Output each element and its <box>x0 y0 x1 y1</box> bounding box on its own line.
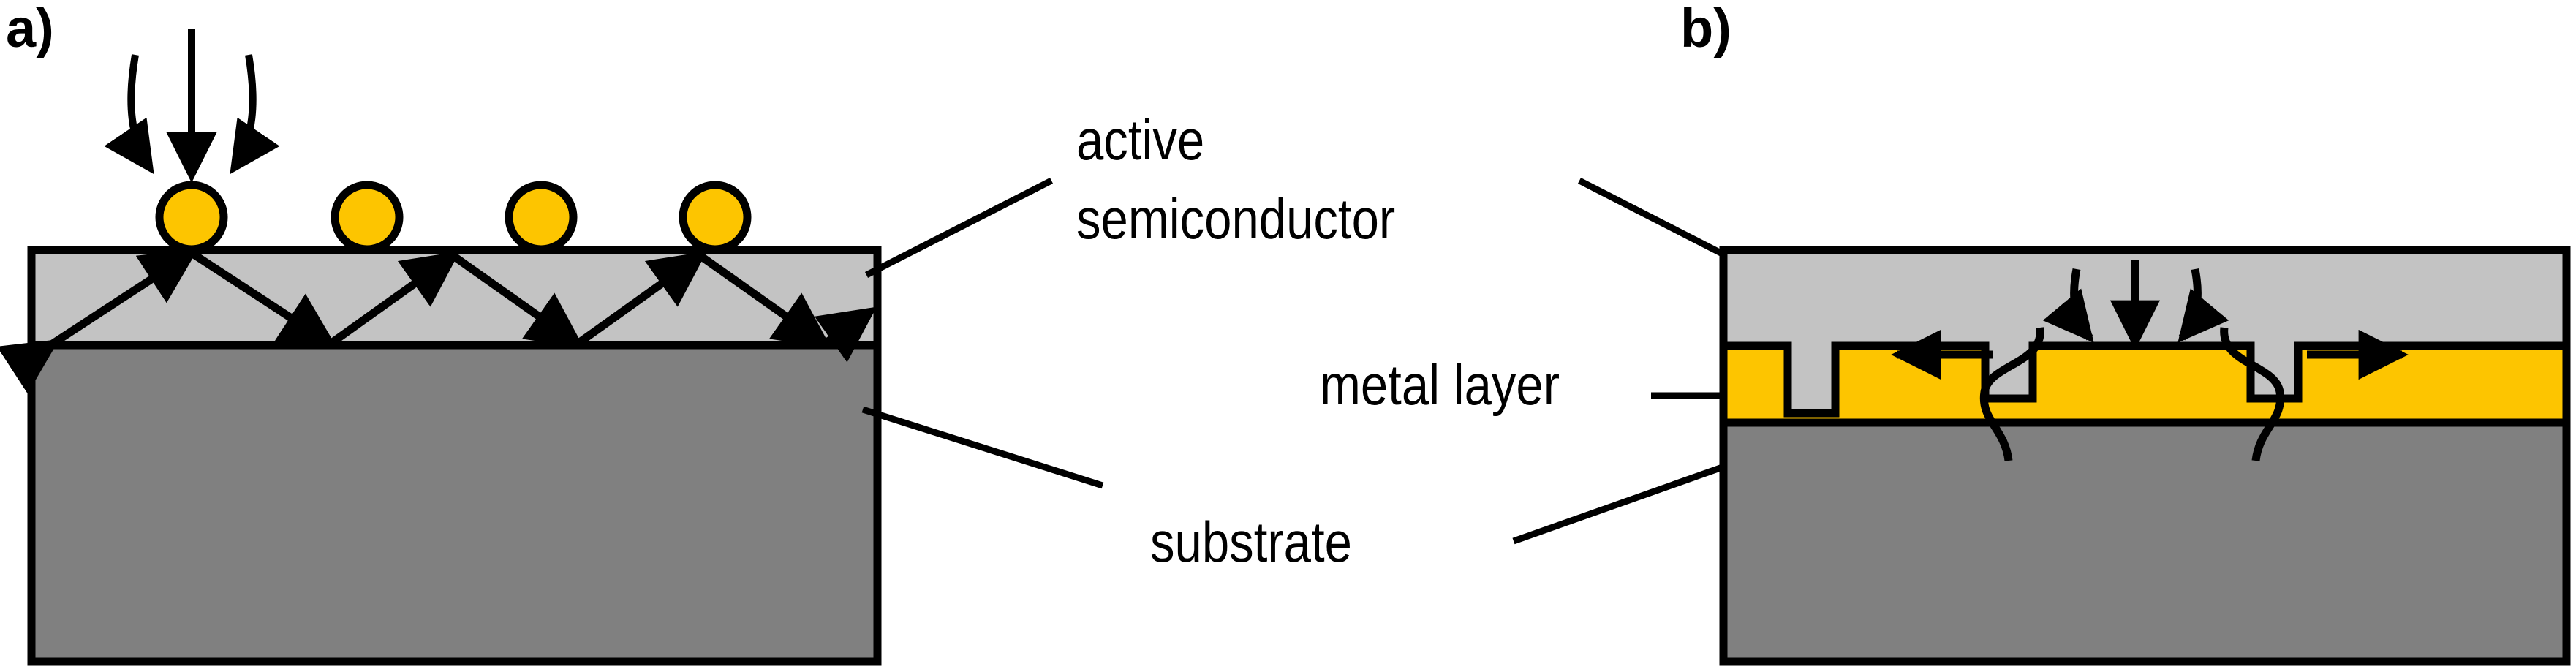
panel-b-stack <box>1719 246 2571 666</box>
annotation-active-semiconductor-line1: active <box>1076 107 1205 172</box>
panel-b-flow-arrows <box>1891 260 2409 461</box>
coupling-curve-right <box>2220 327 2285 461</box>
nanoparticle <box>679 181 752 254</box>
nanoparticle <box>505 181 578 254</box>
nanoparticle <box>331 181 404 254</box>
incident-arrow-left <box>104 54 154 175</box>
annotation-active-semiconductor-line2: semiconductor <box>1076 186 1396 251</box>
coupling-curve-left <box>1979 327 2044 461</box>
incident-arrow-right <box>230 54 280 175</box>
annotation-metal-layer: metal layer <box>1320 352 1560 417</box>
panel-a-stack <box>27 246 882 666</box>
panel-a-nanoparticles <box>155 181 752 254</box>
annotation-substrate: substrate <box>1150 510 1352 574</box>
panel-a-active-semiconductor <box>27 246 882 350</box>
leader-substrate-right <box>1512 453 1753 545</box>
incident-arrow-right-b <box>2177 268 2229 343</box>
panel-b-metal-layer <box>1719 341 2571 427</box>
leader-substrate-left <box>861 406 1104 489</box>
panel-label-a: a) <box>6 0 54 58</box>
panel-b-substrate <box>1719 418 2571 666</box>
incident-arrow-left-b <box>2042 268 2094 343</box>
leader-lines <box>861 177 1772 545</box>
nanoparticle <box>155 181 228 254</box>
panel-a-substrate <box>27 341 882 666</box>
panel-label-b: b) <box>1680 0 1731 58</box>
leader-active-semiconductor-left <box>864 177 1054 279</box>
panel-a-incident-light <box>104 29 280 183</box>
panel-a-light-rays <box>0 248 877 394</box>
